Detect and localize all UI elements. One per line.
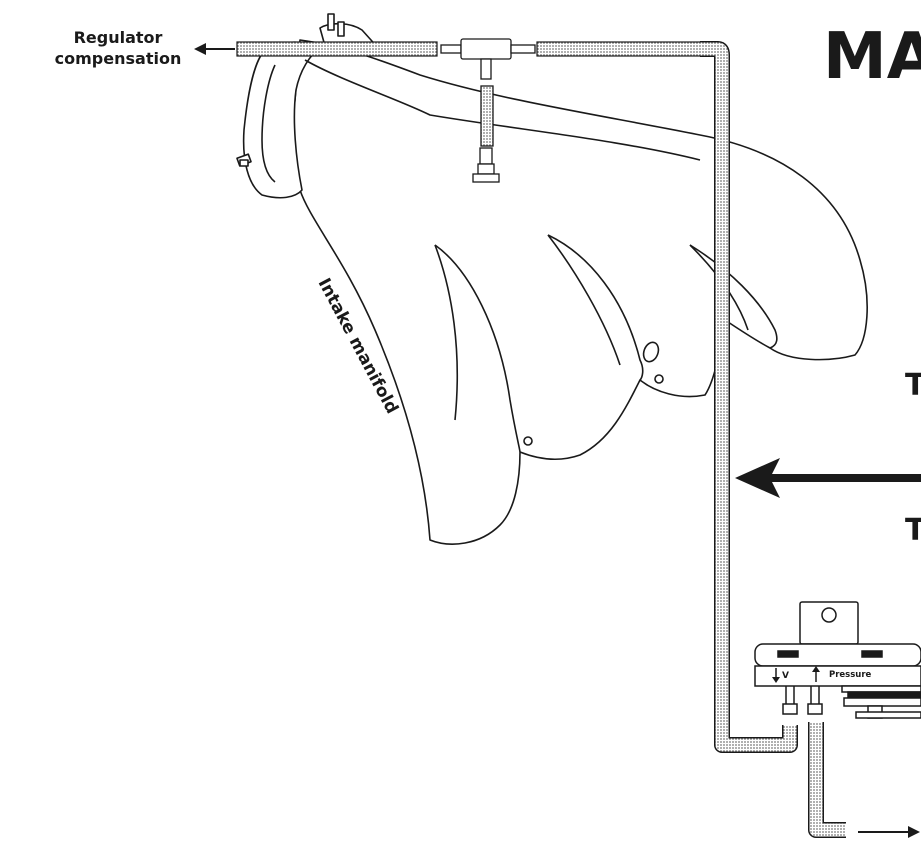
- regulator-label-line2: compensation: [55, 49, 182, 68]
- valve-assembly: [754, 601, 921, 719]
- side-letter-1: T: [905, 368, 921, 403]
- valve-pressure-label: Pressure: [829, 670, 872, 680]
- outlet-arrow-icon: [858, 826, 920, 838]
- valve-vacuum-label: V: [782, 671, 789, 681]
- vacuum-hose: [700, 42, 797, 752]
- regulator-arrow: [194, 43, 235, 55]
- regulator-label-line1: Regulator: [74, 28, 163, 47]
- regulator-hose: [236, 41, 708, 57]
- pressure-hose: [809, 722, 846, 837]
- valve-down-arrow-icon: [772, 668, 780, 683]
- t-fitting: [440, 38, 536, 183]
- title-fragment: MA: [823, 20, 921, 94]
- large-arrow-left-icon: [735, 458, 921, 498]
- valve-up-arrow-icon: [812, 666, 820, 682]
- side-letter-2: T: [905, 513, 921, 548]
